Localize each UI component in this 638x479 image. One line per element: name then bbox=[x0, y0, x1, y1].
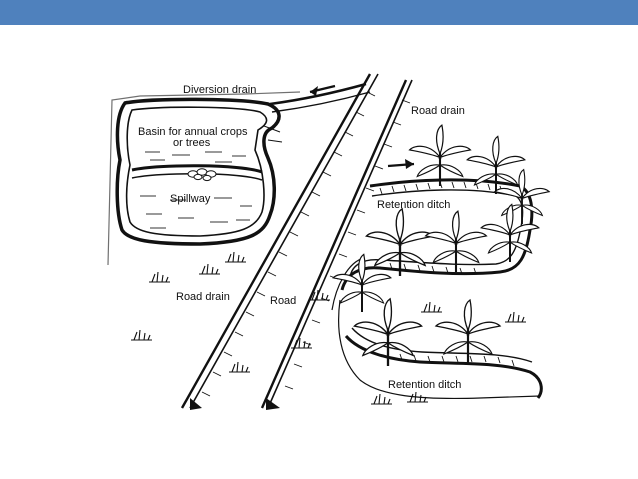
slide-header-bar bbox=[0, 0, 638, 25]
spillway-stones bbox=[187, 168, 217, 182]
label-retention-ditch-upper: Retention ditch bbox=[377, 199, 450, 211]
arrow-right-icon bbox=[387, 159, 415, 169]
plant-icon bbox=[332, 124, 551, 368]
label-road-drain-top: Road drain bbox=[411, 105, 465, 117]
label-road-drain-left: Road drain bbox=[176, 291, 230, 303]
basin-enclosure bbox=[115, 97, 281, 246]
label-retention-ditch-lower: Retention ditch bbox=[388, 379, 461, 391]
label-road: Road bbox=[270, 295, 296, 307]
label-basin-line2: or trees bbox=[173, 137, 211, 149]
road bbox=[180, 73, 413, 410]
label-basin-line1: Basin for annual crops bbox=[138, 126, 248, 138]
label-spillway: Spillway bbox=[170, 193, 211, 205]
arrow-left-icon bbox=[309, 84, 336, 96]
label-diversion-drain: Diversion drain bbox=[183, 84, 256, 96]
